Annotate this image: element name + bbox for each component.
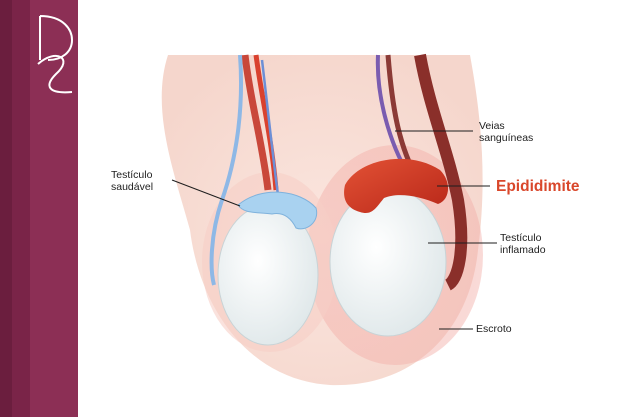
label-healthy-testicle: Testículo saudável — [111, 169, 154, 193]
healthy-epididymis — [237, 191, 318, 230]
brand-logo-icon — [37, 15, 74, 94]
healthy-spermatic-cord — [241, 54, 272, 191]
brand-sidebar — [0, 0, 78, 417]
label-condition: Epididimite — [496, 178, 580, 195]
inflamed-testicle — [329, 187, 447, 337]
leader-line — [171, 179, 241, 207]
inflamed-epididymis — [344, 158, 449, 214]
sidebar-band — [0, 0, 12, 417]
label-blood-vessels: Veias sanguíneas — [479, 120, 534, 144]
label-inflamed-testicle: Testículo inflamado — [500, 232, 546, 256]
label-scrotum: Escroto — [476, 323, 512, 335]
